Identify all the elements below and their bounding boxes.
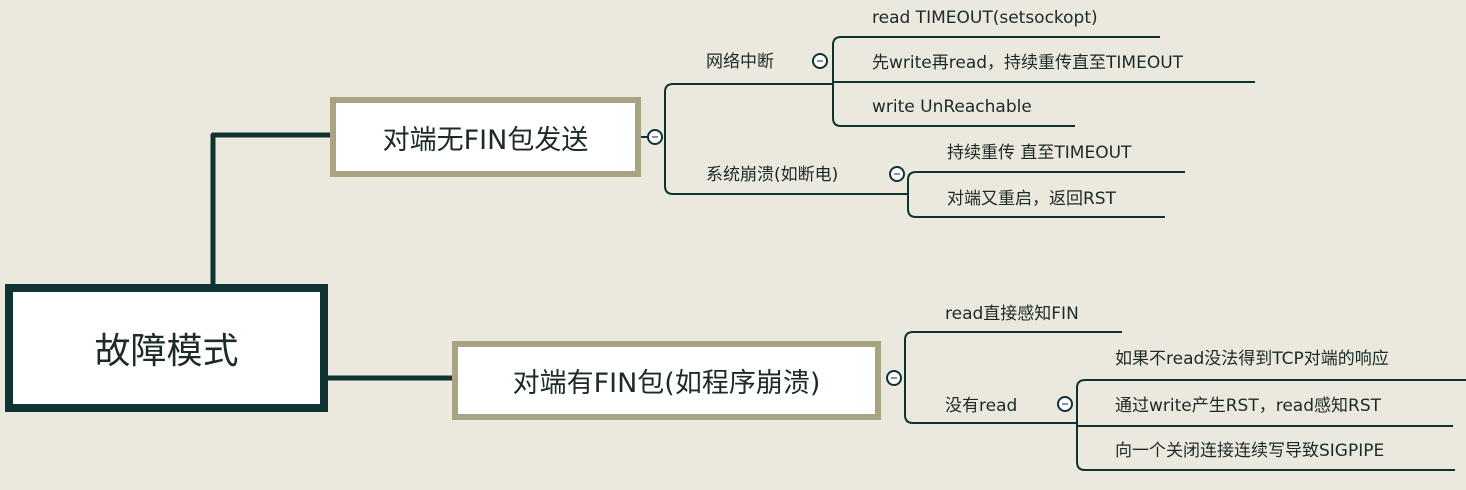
branch-label: 对端无FIN包发送 [382, 124, 589, 156]
leaf-node[interactable]: 对端又重启，返回RST [947, 189, 1116, 209]
root-label: 故障模式 [94, 331, 239, 372]
leaf-node[interactable]: 如果不read没法得到TCP对端的响应 [1115, 349, 1389, 369]
root-node[interactable]: 故障模式 [5, 284, 328, 412]
leaf-node[interactable]: read TIMEOUT(setsockopt) [872, 8, 1098, 28]
leaf-node[interactable]: write UnReachable [872, 97, 1032, 117]
leaf-node[interactable]: 通过write产生RST，read感知RST [1115, 396, 1381, 416]
collapse-icon[interactable] [647, 129, 663, 145]
node-network-interrupt[interactable]: 网络中断 [706, 52, 774, 72]
node-system-crash[interactable]: 系统崩溃(如断电) [706, 165, 839, 185]
leaf-node[interactable]: 持续重传 直至TIMEOUT [947, 143, 1132, 163]
collapse-icon[interactable] [886, 370, 902, 386]
branch-node-has-fin[interactable]: 对端有FIN包(如程序崩溃) [452, 341, 881, 420]
node-read-fin[interactable]: read直接感知FIN [945, 304, 1079, 324]
branch-node-no-fin[interactable]: 对端无FIN包发送 [330, 97, 641, 177]
branch-label: 对端有FIN包(如程序崩溃) [512, 368, 821, 399]
node-no-read[interactable]: 没有read [945, 396, 1018, 416]
leaf-node[interactable]: 向一个关闭连接连续写导致SIGPIPE [1115, 441, 1385, 461]
collapse-icon[interactable] [889, 166, 905, 182]
collapse-icon[interactable] [1057, 396, 1073, 412]
collapse-icon[interactable] [812, 53, 828, 69]
leaf-node[interactable]: 先write再read，持续重传直至TIMEOUT [872, 53, 1184, 73]
